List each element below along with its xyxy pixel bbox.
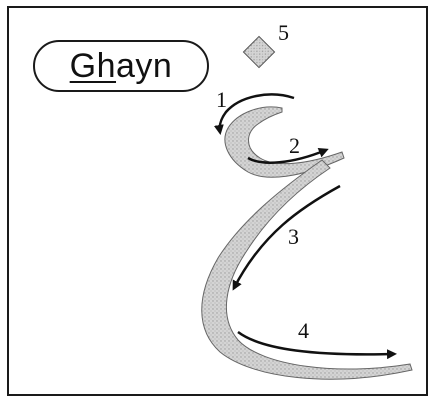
step-number-4: 4 [298, 318, 309, 343]
step-number-1: 1 [216, 87, 227, 112]
step-number-3: 3 [288, 224, 299, 249]
letter-tail-shape [202, 160, 412, 379]
step-number-5: 5 [278, 20, 289, 45]
dot-stroke [243, 36, 274, 67]
step-number-2: 2 [289, 133, 300, 158]
stroke-arrow-4 [238, 332, 394, 354]
